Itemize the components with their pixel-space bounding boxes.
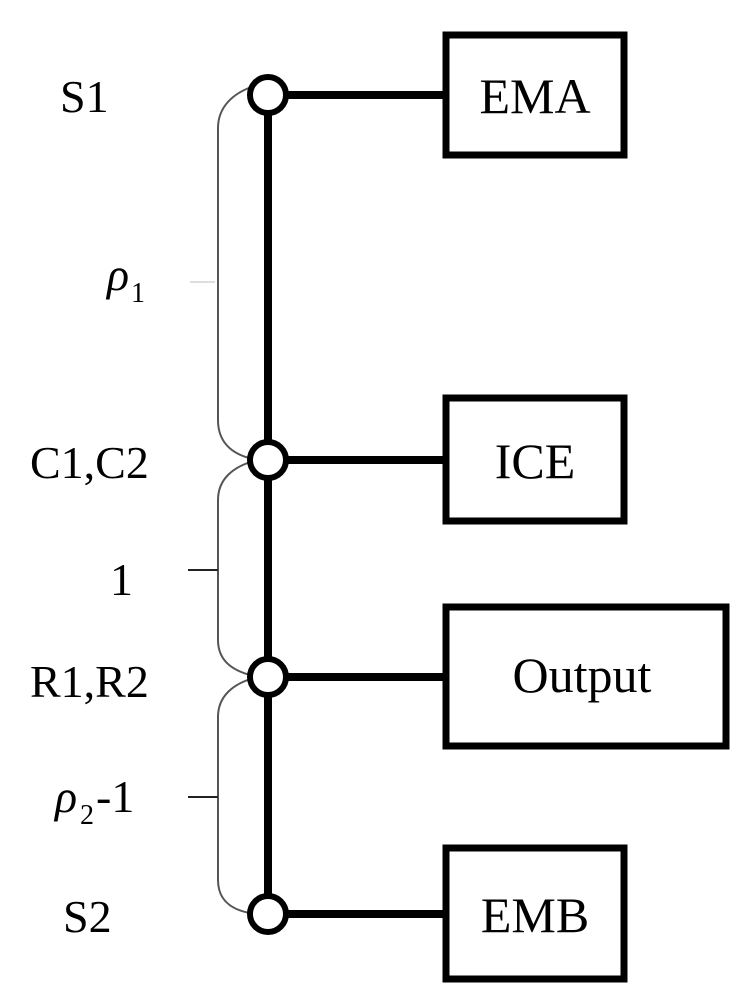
- label-s2: S2: [63, 891, 112, 942]
- box-output-label: Output: [513, 647, 652, 703]
- node-c1c2: [247, 439, 289, 481]
- label-one: 1: [110, 554, 133, 605]
- label-rho1-subscript: 1: [131, 278, 145, 309]
- label-c1c2: C1,C2: [30, 437, 149, 488]
- box-ice: [442, 394, 628, 525]
- box-ice-label: ICE: [495, 433, 576, 489]
- box-ema-label: EMA: [479, 68, 590, 124]
- box-emb: [442, 844, 628, 983]
- label-rho2-symbol: ρ: [53, 771, 77, 822]
- brace-rho1: [217, 84, 259, 461]
- label-rho2-subscript: 2: [80, 800, 94, 831]
- label-r1r2: R1,R2: [30, 656, 149, 707]
- node-s1: [247, 74, 289, 116]
- brace-rho2: [217, 676, 259, 915]
- box-emb-label: EMB: [481, 887, 589, 943]
- node-r1r2: [247, 656, 289, 698]
- label-rho1-symbol: ρ: [105, 249, 129, 300]
- brace-one: [217, 459, 259, 678]
- node-s2: [247, 893, 289, 935]
- box-ema: [442, 31, 628, 159]
- box-output: [442, 603, 730, 750]
- label-rho2-suffix: -1: [96, 771, 134, 822]
- label-s1: S1: [60, 71, 109, 122]
